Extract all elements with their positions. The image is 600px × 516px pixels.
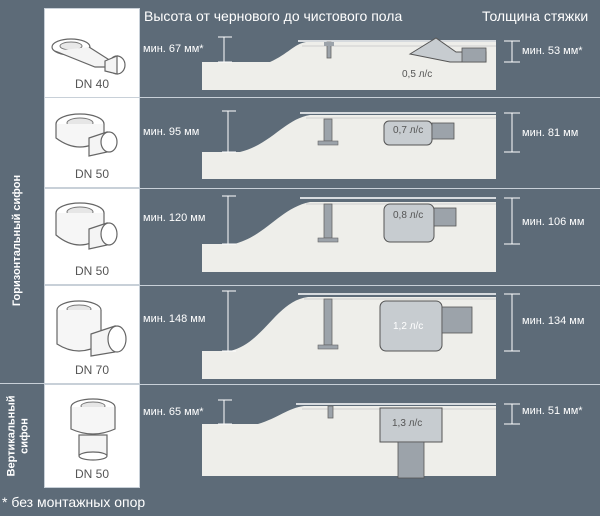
siphon-dn-label: DN 50 — [74, 264, 109, 278]
min-height-label: мин. 67 мм* — [143, 43, 204, 55]
section-row-4: мин. 148 мм мин. 134 мм 1,2 л/с — [140, 285, 600, 384]
siphon-dn-label: DN 50 — [74, 467, 109, 481]
header-screed-thickness: Толщина стяжки — [482, 8, 589, 24]
siphon-card-dn50: DN 50 — [44, 97, 140, 188]
section-row-2: мин. 95 мм мин. 81 мм 0,7 л/с — [140, 97, 600, 188]
min-height-label: мин. 148 мм — [143, 313, 206, 325]
header-floor-height: Высота от чернового до чистового пола — [144, 8, 403, 24]
min-screed-label: мин. 81 мм — [522, 127, 579, 139]
row-divider — [140, 97, 600, 98]
section-row-1: мин. 67 мм* мин. 53 мм* 0,5 л/с — [140, 8, 600, 98]
min-height-label: мин. 65 мм* — [143, 406, 204, 418]
group-label-horizontal: Горизонтальный сифон — [0, 97, 36, 383]
siphon-dn-label: DN 40 — [74, 77, 109, 91]
group-divider — [0, 383, 44, 384]
section-row-5: мин. 65 мм* мин. 51 мм* 1,3 л/с — [140, 384, 600, 488]
vertical-siphon-dn50-icon — [70, 398, 116, 461]
row-divider — [140, 384, 600, 385]
horizontal-siphon-dn50-icon — [55, 113, 118, 157]
min-screed-label: мин. 134 мм — [522, 315, 585, 327]
horizontal-siphon-dn70-icon — [56, 300, 127, 357]
siphon-card-dn50-vertical: DN 50 — [44, 384, 140, 488]
min-screed-label: мин. 53 мм* — [522, 45, 583, 57]
flow-rate-label: 1,3 л/с — [392, 418, 423, 429]
horizontal-siphon-dn50-tall-icon — [55, 202, 118, 250]
min-height-label: мин. 95 мм — [143, 126, 200, 138]
group-label-horizontal-text: Горизонтальный сифон — [11, 174, 24, 306]
min-screed-label: мин. 106 мм — [522, 216, 585, 228]
flow-rate-label: 0,7 л/с — [393, 125, 424, 136]
flow-rate-label: 0,8 л/с — [393, 210, 424, 221]
footnote: * без монтажных опор — [2, 494, 146, 510]
min-screed-label: мин. 51 мм* — [522, 405, 583, 417]
section-row-3: мин. 120 мм мин. 106 мм 0,8 л/с — [140, 188, 600, 285]
siphon-card-dn70: DN 70 — [44, 285, 140, 384]
siphon-card-dn50-b: DN 50 — [44, 188, 140, 285]
flow-rate-label: 0,5 л/с — [402, 69, 433, 80]
row-divider — [140, 285, 600, 286]
row-divider — [140, 188, 600, 189]
min-height-label: мин. 120 мм — [143, 212, 206, 224]
siphon-dn-label: DN 70 — [74, 363, 109, 377]
horizontal-siphon-dn40-icon — [51, 38, 126, 75]
siphon-dn-label: DN 50 — [74, 167, 109, 181]
flow-rate-label: 1,2 л/с — [393, 321, 424, 332]
siphon-card-dn40: DN 40 — [44, 8, 140, 98]
